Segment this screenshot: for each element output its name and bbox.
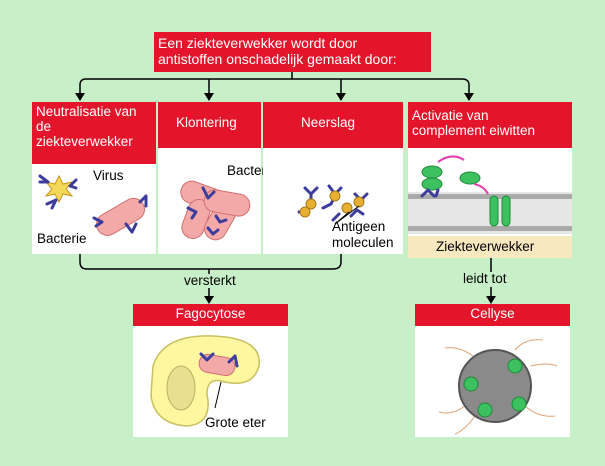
virus-label: Virus: [93, 168, 124, 183]
leads-to-label: leidt tot: [463, 271, 507, 286]
antigen-pointer: [334, 205, 360, 225]
antibody-group-1: [38, 174, 78, 210]
antibodies-cluster: [186, 186, 228, 236]
neutralisation-line-2: de: [36, 119, 52, 134]
precipitation-header: Neerslag: [263, 102, 403, 148]
phagocytosis-illustration: [150, 335, 260, 427]
lysis-header: Cellyse: [415, 304, 570, 326]
complement-proteins: [421, 165, 511, 227]
phagocytosis-label: Fagocytose: [175, 306, 246, 321]
membrane-beads: [408, 194, 572, 231]
agglutination-header: Klontering: [158, 102, 261, 148]
antibody-group-2: [92, 194, 148, 234]
title-box: Een ziekteverwekker wordt door antistoff…: [154, 32, 431, 72]
enhances-label: versterkt: [184, 273, 236, 288]
antigen-label-1: Antigeen: [332, 219, 386, 234]
phagocytosis-header: Fagocytose: [133, 304, 288, 326]
phago-antibodies: [199, 352, 239, 368]
neutralisation-header: Neutralisatie van de ziekteverwekker: [32, 102, 156, 164]
virus-shape: [44, 174, 74, 204]
complement-illustration: [408, 155, 572, 258]
lysis-label: Cellyse: [470, 306, 515, 321]
neutralisation-illustration: [38, 174, 148, 236]
title-line-1: Een ziekteverwekker wordt door: [158, 35, 358, 51]
pore-complexes: [463, 358, 527, 418]
complement-line-1: Activatie van: [412, 108, 489, 123]
eater-label: Grote eter: [205, 415, 266, 430]
bacteria-cluster: [180, 180, 251, 241]
antigen-dots: [299, 190, 365, 218]
precipitation-label: Neerslag: [301, 115, 356, 130]
agglutination-label: Klontering: [176, 115, 237, 130]
complement-line-2: complement eiwitten: [412, 123, 536, 138]
eater-pointer: [214, 381, 222, 409]
complement-antibodies: [420, 188, 440, 198]
complement-header: Activatie van complement eiwitten: [408, 102, 572, 148]
title-line-2: antistoffen onschadelijk gemaakt door:: [158, 51, 397, 67]
pathogen-label: Ziekteverwekker: [436, 239, 535, 254]
phagocyte-nucleus: [166, 365, 196, 411]
neutralisation-line-3: ziekteverwekker: [36, 134, 133, 149]
precipitation-illustration: [297, 184, 369, 225]
leak-lines: [438, 339, 558, 435]
pathogen-band: [408, 236, 572, 258]
neutralisation-line-1: Neutralisatie van: [36, 104, 137, 119]
complement-arrows: [437, 155, 489, 195]
antigen-label-2: moleculen: [332, 235, 394, 250]
lysis-illustration: [438, 339, 558, 435]
bacterium-label: Bacterie: [37, 231, 87, 246]
agglutination-illustration: [180, 180, 251, 241]
